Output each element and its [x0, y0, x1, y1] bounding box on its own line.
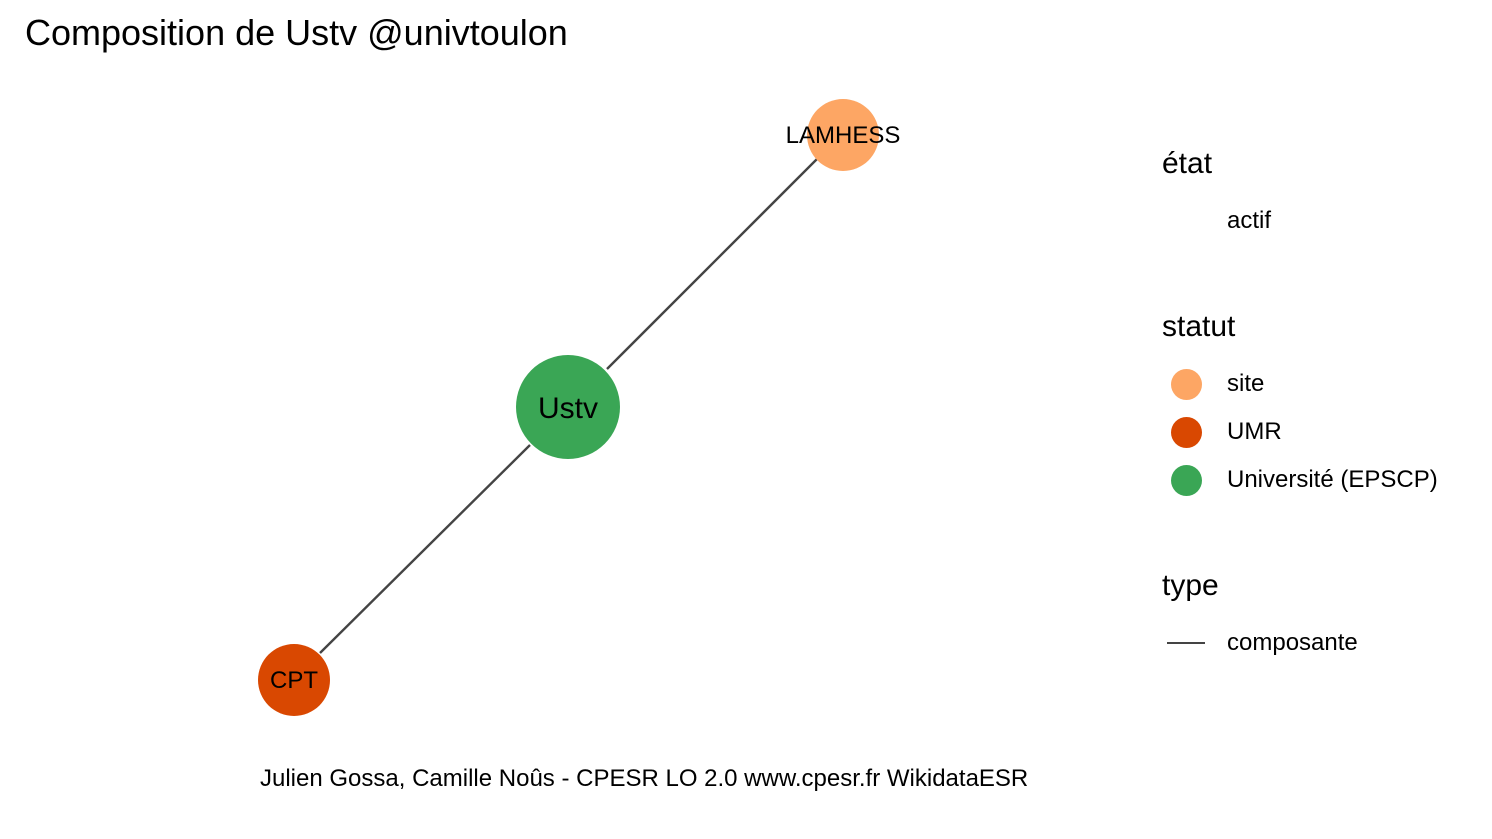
edge-ustv-lamhess	[606, 158, 818, 370]
legend-key-universite	[1162, 460, 1210, 500]
legend-title-type: type	[1162, 569, 1219, 602]
legend-key-actif	[1162, 201, 1210, 241]
node-label-cpt: CPT	[270, 667, 318, 694]
legend-line-composante	[1167, 641, 1205, 645]
legend-item-umr: UMR	[1162, 412, 1282, 452]
plot-title: Composition de Ustv @univtoulon	[25, 12, 568, 53]
node-label-ustv: Ustv	[538, 392, 598, 425]
legend-label-umr: UMR	[1227, 418, 1282, 445]
legend-key-site	[1162, 364, 1210, 404]
legend-label-composante: composante	[1227, 629, 1358, 656]
plot-caption: Julien Gossa, Camille Noûs - CPESR LO 2.…	[260, 765, 1029, 792]
legend-key-umr	[1162, 412, 1210, 452]
node-lamhess	[807, 99, 879, 171]
legend-item-composante: composante	[1162, 623, 1358, 663]
edge-ustv-cpt	[319, 444, 531, 654]
legend-item-actif: actif	[1162, 201, 1271, 241]
node-label-lamhess: LAMHESS	[786, 122, 901, 149]
legend-title-etat: état	[1162, 147, 1213, 180]
legend-dot-umr	[1170, 416, 1202, 448]
legend-key-composante	[1162, 623, 1210, 663]
legend-label-site: site	[1227, 370, 1265, 397]
node-ustv	[516, 355, 620, 459]
legend-label-universite: Université (EPSCP)	[1227, 466, 1438, 493]
node-cpt	[258, 644, 330, 716]
legend-item-universite: Université (EPSCP)	[1162, 460, 1438, 500]
legend-dot-universite	[1170, 464, 1202, 496]
network-graph: Ustv LAMHESS CPT	[258, 99, 901, 716]
legend-item-site: site	[1162, 364, 1264, 404]
legend-label-actif: actif	[1227, 207, 1272, 234]
legend-dot-site	[1170, 368, 1202, 400]
legend-title-statut: statut	[1162, 310, 1236, 343]
